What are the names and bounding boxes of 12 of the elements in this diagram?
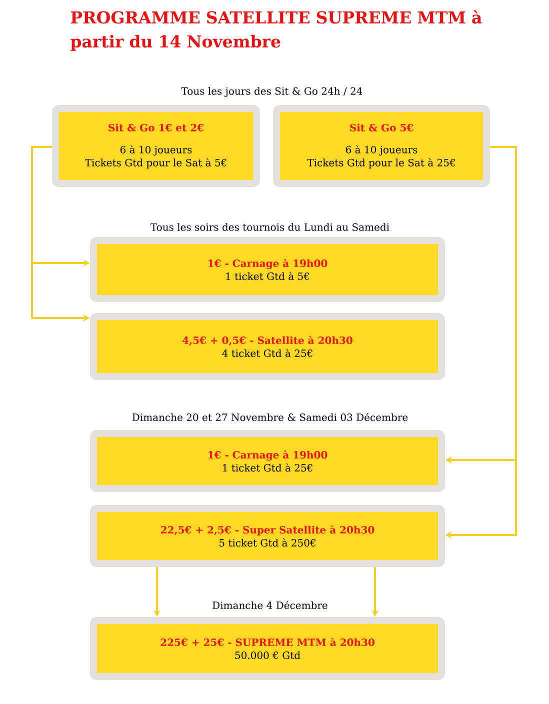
- section-heading: Tous les jours des Sit & Go 24h / 24: [181, 87, 362, 97]
- event-box: 4,5€ + 0,5€ - Satellite à 20h30 4 ticket Gtd à 25€: [90, 313, 445, 380]
- section-heading: Dimanche 20 et 27 Novembre & Samedi 03 Décembre: [132, 412, 408, 422]
- event-box: Sit & Go 1€ et 2€ 6 à 10 joueurs Tickets Gtd pour le Sat à 5€: [52, 105, 260, 187]
- event-box: 225€ + 25€ - SUPREME MTM à 20h30 50.000 € Gtd: [90, 617, 445, 680]
- title: PROGRAMME SATELLITE SUPREME MTM à partir du 14 Novembre: [70, 10, 482, 51]
- section-heading: Tous les soirs des tournois du Lundi au Samedi: [150, 223, 390, 231]
- event-box: 22,5€ + 2,5€ - Super Satellite à 20h30 5 ticket Gtd à 250€: [90, 505, 445, 567]
- event-box: 1€ - Carnage à 19h00 1 ticket Gtd à 5€: [90, 237, 445, 302]
- event-box: Sit & Go 5€ 6 à 10 joueurs Tickets Gtd pour le Sat à 25€: [273, 105, 490, 187]
- section-heading: Dimanche 4 Décembre: [212, 600, 328, 610]
- event-box: 1€ - Carnage à 19h00 1 ticket Gtd à 25€: [90, 430, 445, 492]
